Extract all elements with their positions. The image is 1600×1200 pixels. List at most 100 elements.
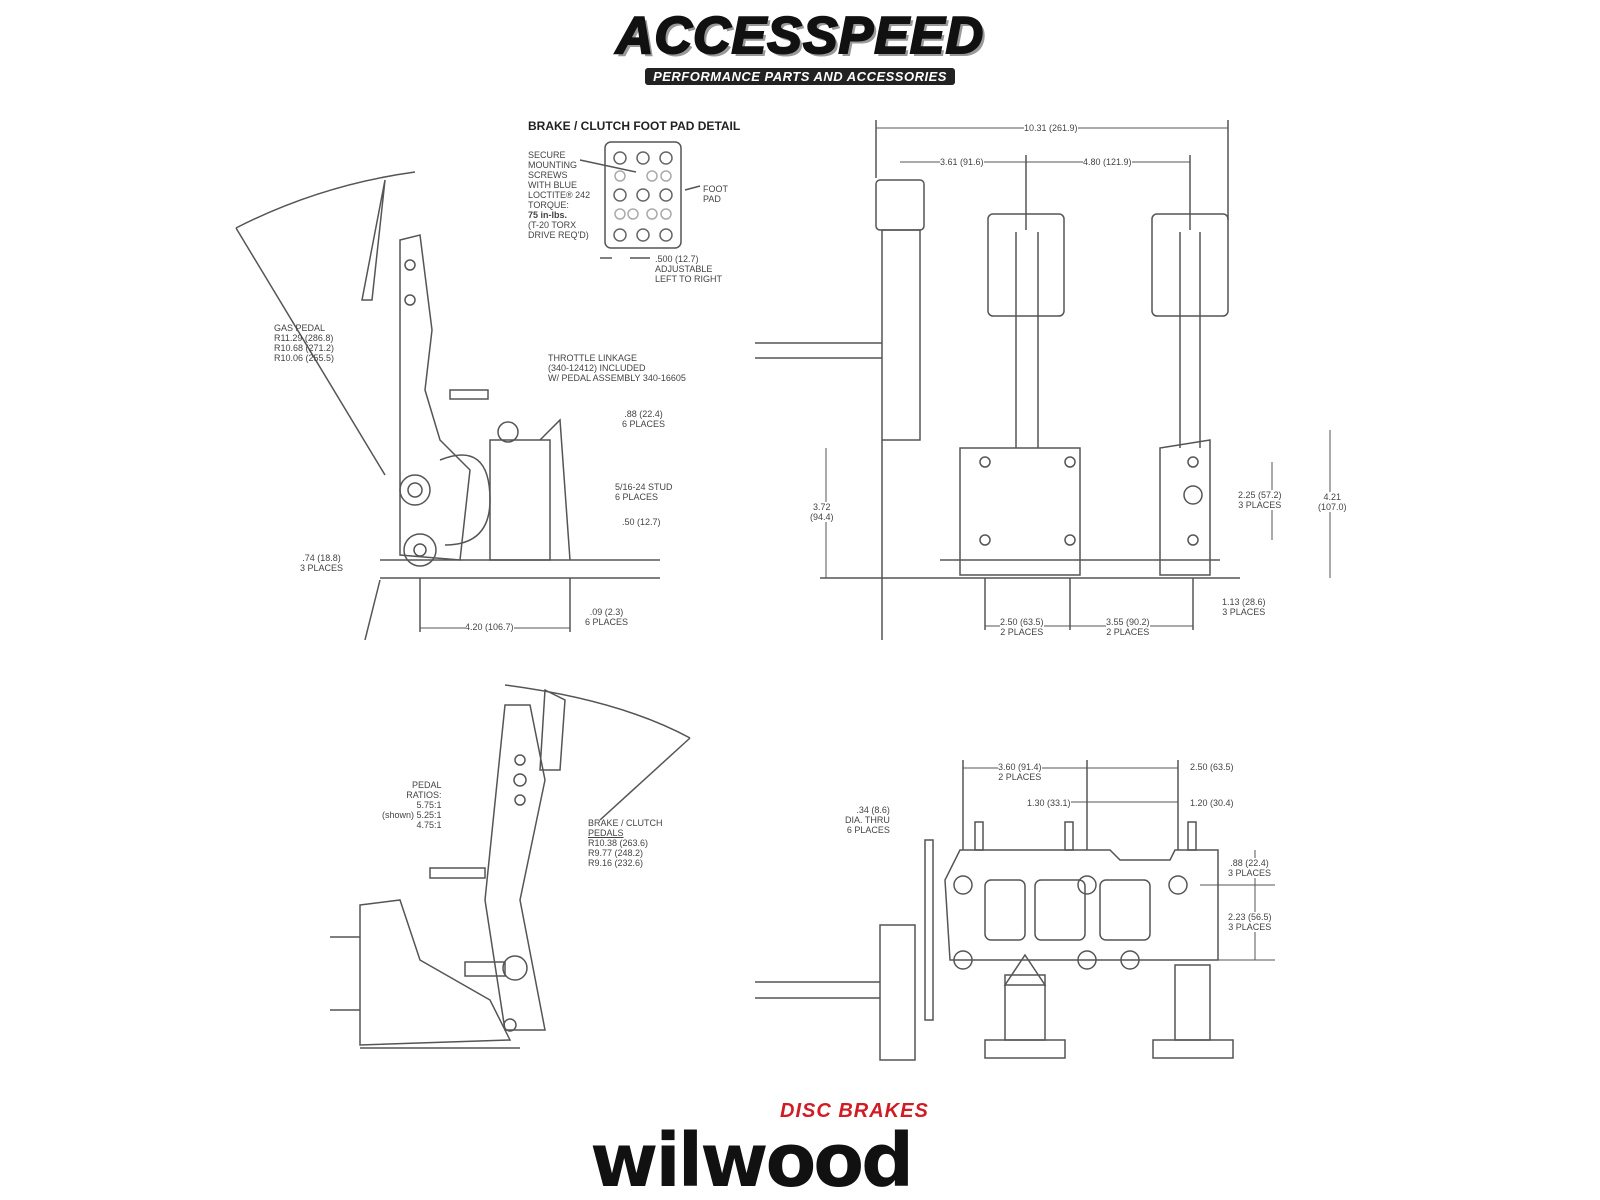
dim-50-label: .50 (12.7)	[622, 517, 661, 527]
note-line: WITH BLUE	[528, 180, 578, 190]
note-line: SECURE	[528, 150, 566, 160]
label-line: R9.16 (232.6)	[588, 858, 644, 868]
label-line: 2 PLACES	[1000, 627, 1044, 637]
note-line: SCREWS	[528, 170, 568, 180]
wilwood-logo: DISC BRAKES wilwood	[590, 1100, 1010, 1200]
dim-421-label: 4.21 (107.0)	[1318, 492, 1347, 512]
label-line: R10.38 (263.6)	[588, 838, 649, 848]
dim-250-top-label: 2.50 (63.5)	[1190, 762, 1234, 772]
label-line: PEDAL	[412, 780, 442, 790]
label-line: 6 PLACES	[846, 825, 890, 835]
label-line: 3.60 (91.4)	[998, 762, 1042, 772]
foot-pad-detail-drawing	[579, 141, 701, 259]
label-line: 4.21	[1323, 492, 1342, 502]
label-line: .09 (2.3)	[589, 607, 624, 617]
dim-120-label: 1.20 (30.4)	[1190, 798, 1234, 808]
label-line: 2 PLACES	[1106, 627, 1150, 637]
note-line: MOUNTING	[528, 160, 577, 170]
logo-brand: ACCESSPEED	[615, 6, 985, 66]
label-line: (shown) 5.25:1	[382, 810, 442, 820]
label-line: 3 PLACES	[1222, 607, 1266, 617]
label-line: 3 PLACES	[300, 563, 344, 573]
note-line: (T-20 TORX	[528, 220, 577, 230]
hole-diameter-label: .34 (8.6) DIA. THRU 6 PLACES	[845, 805, 890, 835]
note-line: DRIVE REQ'D)	[528, 230, 589, 240]
wilwood-tagline: DISC BRAKES	[780, 1100, 929, 1122]
label-line: RATIOS:	[406, 790, 442, 800]
label-line: PAD	[703, 194, 721, 204]
note-line: 75 in-lbs.	[528, 210, 568, 220]
label-line: 5.75:1	[416, 800, 442, 810]
label-line: R10.06 (255.5)	[274, 353, 335, 363]
label-line: THROTTLE LINKAGE	[548, 353, 638, 363]
foot-pad-label: FOOT PAD	[703, 184, 728, 204]
overall-width-label: 10.31 (261.9)	[1024, 123, 1078, 133]
label-line: (340-12412) INCLUDED	[548, 363, 646, 373]
label-line: PEDALS	[588, 828, 624, 838]
dim-130-label: 1.30 (33.1)	[1027, 798, 1071, 808]
mounting-screw-note: SECURE MOUNTING SCREWS WITH BLUE LOCTITE…	[528, 150, 590, 240]
dim-88-label: .88 (22.4) 6 PLACES	[622, 409, 665, 429]
dim-09-label: .09 (2.3) 6 PLACES	[585, 607, 628, 627]
dim-355-label: 3.55 (90.2) 2 PLACES	[1106, 617, 1150, 637]
dim-372-label: 3.72 (94.4)	[810, 502, 834, 522]
label-line: .500 (12.7)	[655, 254, 699, 264]
foot-pad-detail-title: BRAKE / CLUTCH FOOT PAD DETAIL	[528, 119, 741, 133]
dim-113-label: 1.13 (28.6) 3 PLACES	[1222, 597, 1266, 617]
label-line: DIA. THRU	[845, 815, 890, 825]
label-line: 6 PLACES	[622, 419, 666, 429]
dim-74-label: .74 (18.8) 3 PLACES	[300, 553, 343, 573]
label-line: 3 PLACES	[1238, 500, 1282, 510]
stud-label: 5/16-24 STUD 6 PLACES	[615, 482, 673, 502]
label-line: .34 (8.6)	[856, 805, 890, 815]
accesspeed-logo: ACCESSPEED PERFORMANCE PARTS AND ACCESSO…	[580, 6, 1020, 86]
note-line: LOCTITE® 242	[528, 190, 591, 200]
gas-pedal-label: GAS PEDAL R11.29 (286.8) R10.68 (271.2) …	[274, 323, 334, 363]
label-line: 6 PLACES	[615, 492, 659, 502]
dim-360-label: 3.60 (91.4) 2 PLACES	[998, 762, 1042, 782]
adjust-label: .500 (12.7) ADJUSTABLE LEFT TO RIGHT	[655, 254, 722, 284]
label-line: 2.23 (56.5)	[1228, 912, 1272, 922]
label-line: 3 PLACES	[1228, 922, 1272, 932]
logo-tagline: PERFORMANCE PARTS AND ACCESSORIES	[645, 68, 955, 85]
dim-361-label: 3.61 (91.6)	[940, 157, 984, 167]
dim-420-label: 4.20 (106.7)	[465, 622, 514, 632]
label-line: 2.25 (57.2)	[1238, 490, 1282, 500]
label-line: GAS PEDAL	[274, 323, 326, 333]
label-line: 4.75:1	[416, 820, 442, 830]
label-line: 5/16-24 STUD	[615, 482, 673, 492]
label-line: R9.77 (248.2)	[588, 848, 644, 858]
label-line: BRAKE / CLUTCH	[588, 818, 663, 828]
label-line: W/ PEDAL ASSEMBLY 340-16605	[548, 373, 686, 383]
dim-225-label: 2.25 (57.2) 3 PLACES	[1238, 490, 1282, 510]
label-line: 3 PLACES	[1228, 868, 1272, 878]
throttle-linkage-label: THROTTLE LINKAGE (340-12412) INCLUDED W/…	[548, 353, 686, 383]
label-line: 2 PLACES	[998, 772, 1042, 782]
label-line: 6 PLACES	[585, 617, 629, 627]
label-line: .88 (22.4)	[624, 409, 663, 419]
label-line: ADJUSTABLE	[655, 264, 713, 274]
label-line: (94.4)	[810, 512, 834, 522]
dim-223-label: 2.23 (56.5) 3 PLACES	[1228, 912, 1272, 932]
label-line: 2.50 (63.5)	[1000, 617, 1044, 627]
label-line: 3.72	[812, 502, 831, 512]
label-line: R11.29 (286.8)	[274, 333, 334, 343]
pedal-assembly-top-view	[755, 760, 1275, 1061]
pedal-ratios-label: PEDAL RATIOS: 5.75:1 (shown) 5.25:1 4.75…	[382, 780, 442, 830]
pedal-assembly-front-view	[755, 120, 1331, 640]
label-line: R10.68 (271.2)	[274, 343, 335, 353]
brake-clutch-pedals-label: BRAKE / CLUTCH PEDALS R10.38 (263.6) R9.…	[588, 818, 663, 868]
dim-250-label: 2.50 (63.5) 2 PLACES	[1000, 617, 1044, 637]
dim-480-label: 4.80 (121.9)	[1083, 157, 1132, 167]
label-line: 1.13 (28.6)	[1222, 597, 1266, 607]
label-line: .74 (18.8)	[302, 553, 341, 563]
label-line: .88 (22.4)	[1230, 858, 1269, 868]
label-line: FOOT	[703, 184, 728, 194]
note-line: TORQUE:	[528, 200, 569, 210]
dim-88-top-label: .88 (22.4) 3 PLACES	[1228, 858, 1272, 878]
brake-pedal-side-view	[330, 684, 691, 1049]
label-line: 3.55 (90.2)	[1106, 617, 1150, 627]
label-line: LEFT TO RIGHT	[655, 274, 723, 284]
